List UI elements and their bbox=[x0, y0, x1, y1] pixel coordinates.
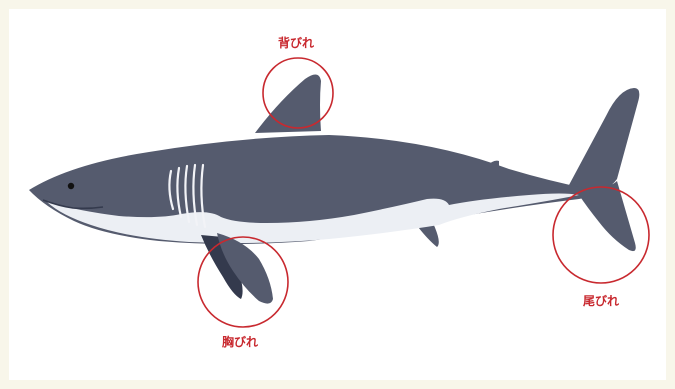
pectoral-fin-label: 胸びれ bbox=[222, 335, 258, 349]
dorsal-fin-label: 背びれ bbox=[278, 36, 314, 50]
diagram-panel: 背びれ 胸びれ 尾びれ bbox=[9, 9, 666, 380]
tail-fin-label: 尾びれ bbox=[583, 294, 619, 308]
tail-upper-lobe bbox=[569, 88, 639, 191]
shark-illustration bbox=[9, 9, 666, 380]
eye bbox=[68, 183, 74, 189]
